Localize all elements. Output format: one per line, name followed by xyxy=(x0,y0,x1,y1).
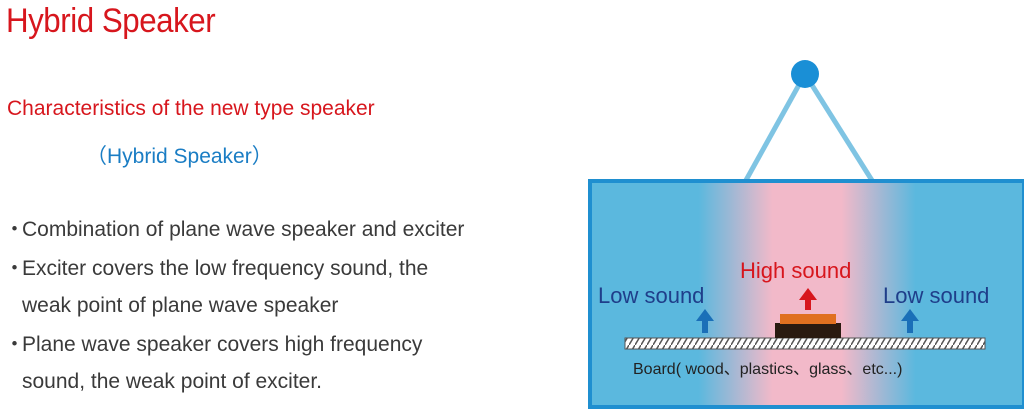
page-title: Hybrid Speaker xyxy=(6,2,216,40)
feature-text-continued: weak point of plane wave speaker xyxy=(22,294,339,317)
speaker-diagram-graphic xyxy=(588,60,1024,409)
hanger-pin xyxy=(791,60,819,88)
feature-item: ・ Exciter covers the low frequency sound… xyxy=(4,254,564,321)
exciter-base xyxy=(775,323,841,338)
low-sound-label-left: Low sound xyxy=(598,283,705,308)
board-label: Board( wood、plastics、glass、etc...) xyxy=(633,361,903,378)
bullet-marker: ・ xyxy=(4,218,25,241)
hanger-string-right xyxy=(802,72,876,184)
feature-list: ・ Combination of plane wave speaker and … xyxy=(4,215,564,406)
low-sound-label-right: Low sound xyxy=(883,283,990,308)
high-sound-arrow xyxy=(799,288,817,310)
feature-text-continued: sound, the weak point of exciter. xyxy=(22,370,323,393)
bullet-marker: ・ xyxy=(4,257,25,280)
hanger-string-left xyxy=(742,72,808,184)
subtitle-characteristics: Characteristics of the new type speaker xyxy=(7,97,375,120)
feature-text: Exciter covers the low frequency sound, … xyxy=(22,257,429,280)
low-sound-arrow-right xyxy=(901,309,919,333)
feature-item: ・ Combination of plane wave speaker and … xyxy=(4,215,564,245)
board xyxy=(624,337,986,350)
speaker-diagram: Low sound Low sound High sound Board( wo… xyxy=(575,55,1024,410)
high-sound-label: High sound xyxy=(740,258,852,283)
feature-text: Plane wave speaker covers high frequency xyxy=(22,333,423,356)
feature-text: Combination of plane wave speaker and ex… xyxy=(22,218,465,241)
feature-item: ・ Plane wave speaker covers high frequen… xyxy=(4,330,564,397)
subtitle-hybrid-speaker: （Hybrid Speaker） xyxy=(86,145,273,168)
exciter-top xyxy=(780,314,836,324)
bullet-marker: ・ xyxy=(4,333,25,356)
low-sound-arrow-left xyxy=(696,309,714,333)
